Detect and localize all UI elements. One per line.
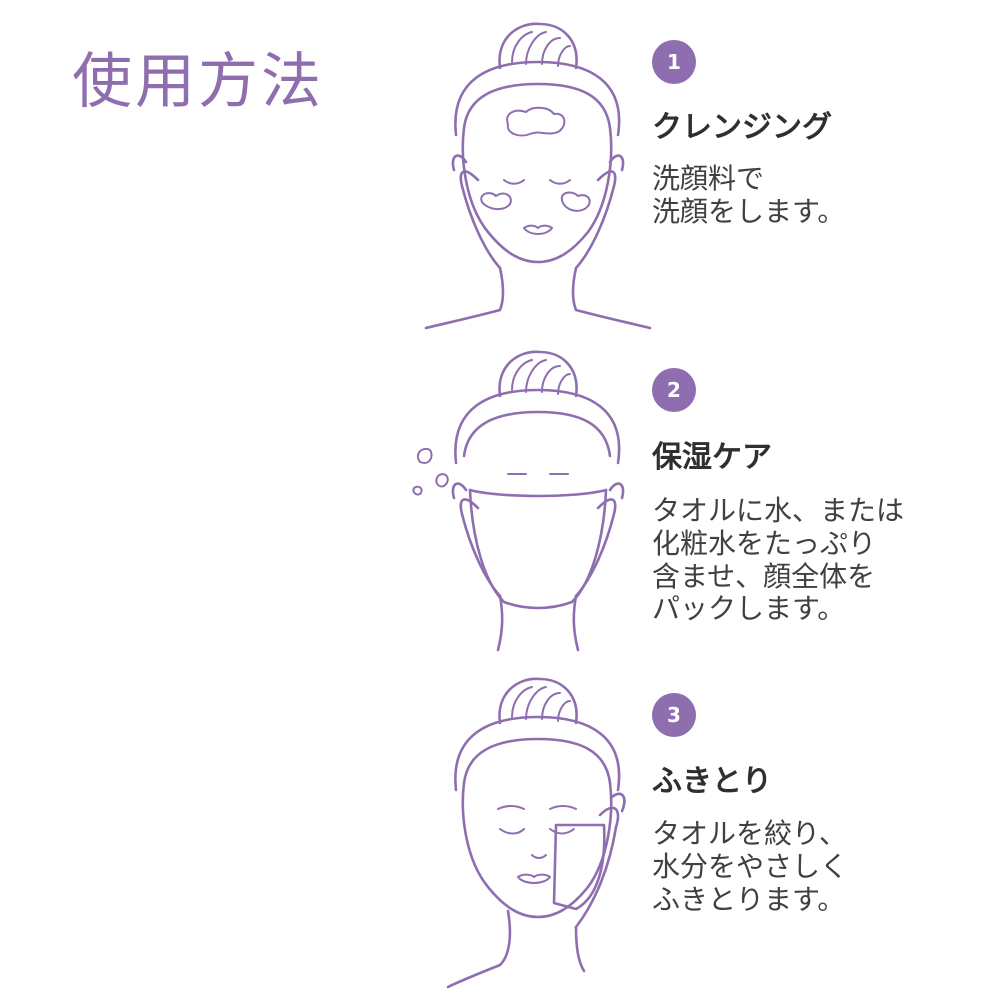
step-3-description-line: 水分をやさしく [652,849,849,883]
step-1-title: クレンジング [652,110,832,145]
step-3-title: ふきとり [652,764,772,799]
step-1-description-line: 洗顔料で [652,162,765,195]
step-2-description-line: パックします。 [652,592,846,626]
face-towel-pack-icon [412,350,625,652]
step-2-title: 保湿ケア [652,440,772,475]
step-2-badge: 2 [652,368,696,412]
page-title: 使用方法 [72,47,324,117]
step-2-description-line: 含ませ、顔全体を [652,559,876,593]
step-3-description-line: ふきとります。 [652,882,846,916]
face-cleansing-icon [424,22,652,330]
face-wiping-icon [446,677,626,989]
step-2-description: タオルに水、または 化粧水をたっぷり 含ませ、顔全体を パックします。 [652,494,905,626]
step-1-description-line: 洗顔をします。 [652,194,846,228]
step-1-description: 洗顔料で 洗顔をします。 [652,162,846,229]
step-1-badge: 1 [652,40,696,84]
step-3-badge: 3 [652,693,696,737]
step-3-description: タオルを絞り、 水分をやさしく ふきとります。 [652,817,849,916]
step-3-description-line: タオルを絞り、 [652,817,847,850]
step-2-description-line: 化粧水をたっぷり [652,526,877,560]
step-2-description-line: タオルに水、または [652,494,905,527]
